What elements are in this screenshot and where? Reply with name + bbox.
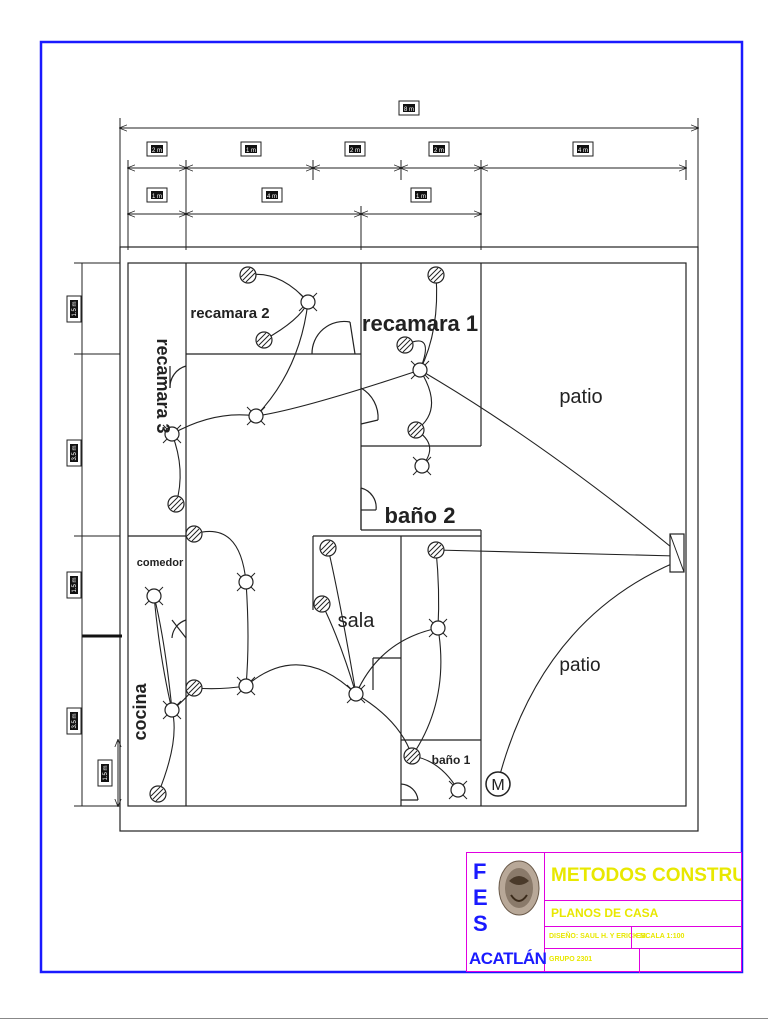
- dim-label-row1-2: 2 m: [344, 141, 366, 157]
- room-label-recamara1: recamara 1: [362, 311, 478, 336]
- designer-row: DISEÑO: SAUL H. Y ERICK M. ESCALA 1:100: [545, 927, 741, 949]
- svg-text:2 m: 2 m: [434, 148, 444, 154]
- dim-label-left-4: 1.5 m: [97, 759, 113, 787]
- panel-diagonal: [669, 533, 685, 573]
- svg-text:1.5 m: 1.5 m: [72, 577, 78, 592]
- svg-text:1 m: 1 m: [246, 148, 256, 154]
- school-letter-s: S: [473, 911, 488, 936]
- dim-label-row2-2: 1 m: [410, 187, 432, 203]
- room-label-recamara2: recamara 2: [190, 305, 269, 322]
- svg-text:4 m: 4 m: [267, 194, 277, 200]
- page-bottom-rule: [0, 1018, 768, 1019]
- meter-symbol: M: [485, 771, 511, 797]
- campus-name: ACATLÁN: [469, 949, 547, 968]
- group-row: GRUPO 2301: [545, 949, 741, 973]
- svg-text:3.5 m: 3.5 m: [72, 445, 78, 460]
- room-label-sala: sala: [338, 610, 376, 632]
- svg-text:1 m: 1 m: [152, 194, 162, 200]
- dim-label-row1-0: 2 m: [146, 141, 168, 157]
- school-letter-e: E: [473, 885, 488, 910]
- school-letter-f: F: [473, 859, 487, 884]
- scale-text: ESCALA 1:100: [631, 927, 684, 948]
- group-text: GRUPO 2301: [549, 956, 593, 963]
- dim-label-left-3: 3.5 m: [66, 707, 82, 735]
- dim-label-row1-1: 1 m: [240, 141, 262, 157]
- svg-text:2 m: 2 m: [152, 148, 162, 154]
- dim-label-row1-3: 2 m: [428, 141, 450, 157]
- dim-label-row2-1: 4 m: [261, 187, 283, 203]
- light-fixtures: [144, 292, 468, 800]
- switches: [149, 266, 445, 803]
- room-label-cocina: cocina: [130, 683, 150, 741]
- course-title: METODOS CONSTRUC.: [545, 853, 741, 901]
- room-label-recamara3: recamara 3: [153, 338, 173, 433]
- room-label-patio-bottom: patio: [559, 655, 600, 676]
- svg-text:4 m: 4 m: [578, 148, 588, 154]
- svg-text:3.5 m: 3.5 m: [72, 713, 78, 728]
- dim-label-left-2: 1.5 m: [66, 571, 82, 599]
- wiring: [153, 273, 677, 795]
- dim-label-row2-0: 1 m: [146, 187, 168, 203]
- dim-label-row1-4: 4 m: [572, 141, 594, 157]
- school-logo-column: F E S ACATLÁN: [467, 853, 547, 971]
- group-row-divider: [639, 949, 640, 973]
- svg-text:1.5 m: 1.5 m: [72, 301, 78, 316]
- svg-text:1 m: 1 m: [416, 194, 426, 200]
- sheet-frame: [39, 40, 744, 974]
- title-block: F E S ACATLÁN METODOS CONSTRUC. PLANOS D…: [466, 852, 742, 973]
- room-label-patio-top: patio: [559, 386, 602, 408]
- left-dimensions: [74, 262, 120, 806]
- room-label-bano2: baño 2: [385, 503, 456, 528]
- svg-text:M: M: [491, 777, 504, 794]
- dim-label-overall: 8 m: [398, 100, 420, 116]
- sheet-title: PLANOS DE CASA: [545, 901, 741, 927]
- svg-text:2 m: 2 m: [350, 148, 360, 154]
- room-label-bano1: baño 1: [432, 753, 471, 767]
- svg-text:8 m: 8 m: [404, 107, 414, 113]
- dim-label-left-1: 3.5 m: [66, 439, 82, 467]
- svg-text:1.5 m: 1.5 m: [103, 765, 109, 780]
- top-dimensions: [120, 118, 698, 250]
- designer-text: DISEÑO: SAUL H. Y ERICK M.: [549, 933, 648, 940]
- unam-seal-icon: [498, 860, 540, 916]
- dim-label-left-0: 1.5 m: [66, 295, 82, 323]
- room-label-comedor: comedor: [137, 557, 184, 569]
